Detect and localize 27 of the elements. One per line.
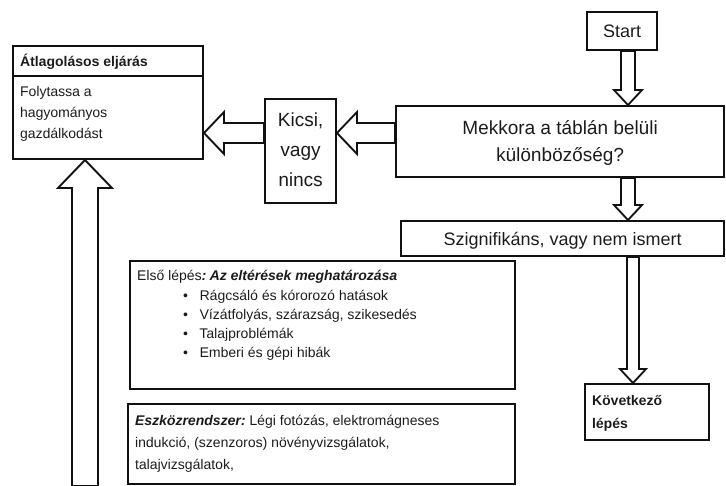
bullet-item: • Rágcsáló és kórorozó hatások bbox=[183, 286, 389, 305]
bullet-item: • Vízátfolyás, szárazság, szikesedés bbox=[183, 305, 418, 324]
box-text: Folytassa a hagyományos gazdálkodást bbox=[19, 82, 108, 143]
box-heading: Első lépés: Az eltérések meghatározása bbox=[137, 266, 398, 285]
block-arrow bbox=[612, 50, 644, 106]
box-text: Következő lépés bbox=[592, 391, 664, 433]
decision-result-box bbox=[264, 98, 337, 204]
process-box bbox=[12, 45, 204, 160]
next-step-box bbox=[584, 383, 710, 441]
node-label: Szignifikáns, vagy nem ismert bbox=[442, 228, 683, 250]
box-text: Eszközrendszer: Légi fotózás, elektromágneses indukció, (szenzoros) növényvizsgálatok, talajvizsgálatok, bbox=[135, 411, 440, 474]
start-box bbox=[586, 11, 658, 51]
block-arrow bbox=[56, 158, 114, 486]
decision-result-box bbox=[400, 220, 725, 257]
bullet-item: • Talajproblémák bbox=[183, 324, 294, 343]
box-heading: Átlagolásos eljárás bbox=[14, 47, 202, 77]
bullet-item: • Emberi és gépi hibák bbox=[183, 343, 332, 362]
node-label: Start bbox=[602, 20, 642, 42]
node-label: Kicsi, vagy nincs bbox=[276, 109, 324, 193]
block-arrow bbox=[202, 110, 265, 156]
block-arrow bbox=[612, 177, 644, 222]
step-box bbox=[129, 260, 516, 390]
tools-box bbox=[127, 403, 516, 485]
question-box bbox=[395, 105, 725, 178]
node-label: Mekkora a táblán belüli különbözőség? bbox=[461, 116, 659, 168]
block-arrow bbox=[336, 110, 396, 156]
block-arrow bbox=[618, 256, 648, 384]
